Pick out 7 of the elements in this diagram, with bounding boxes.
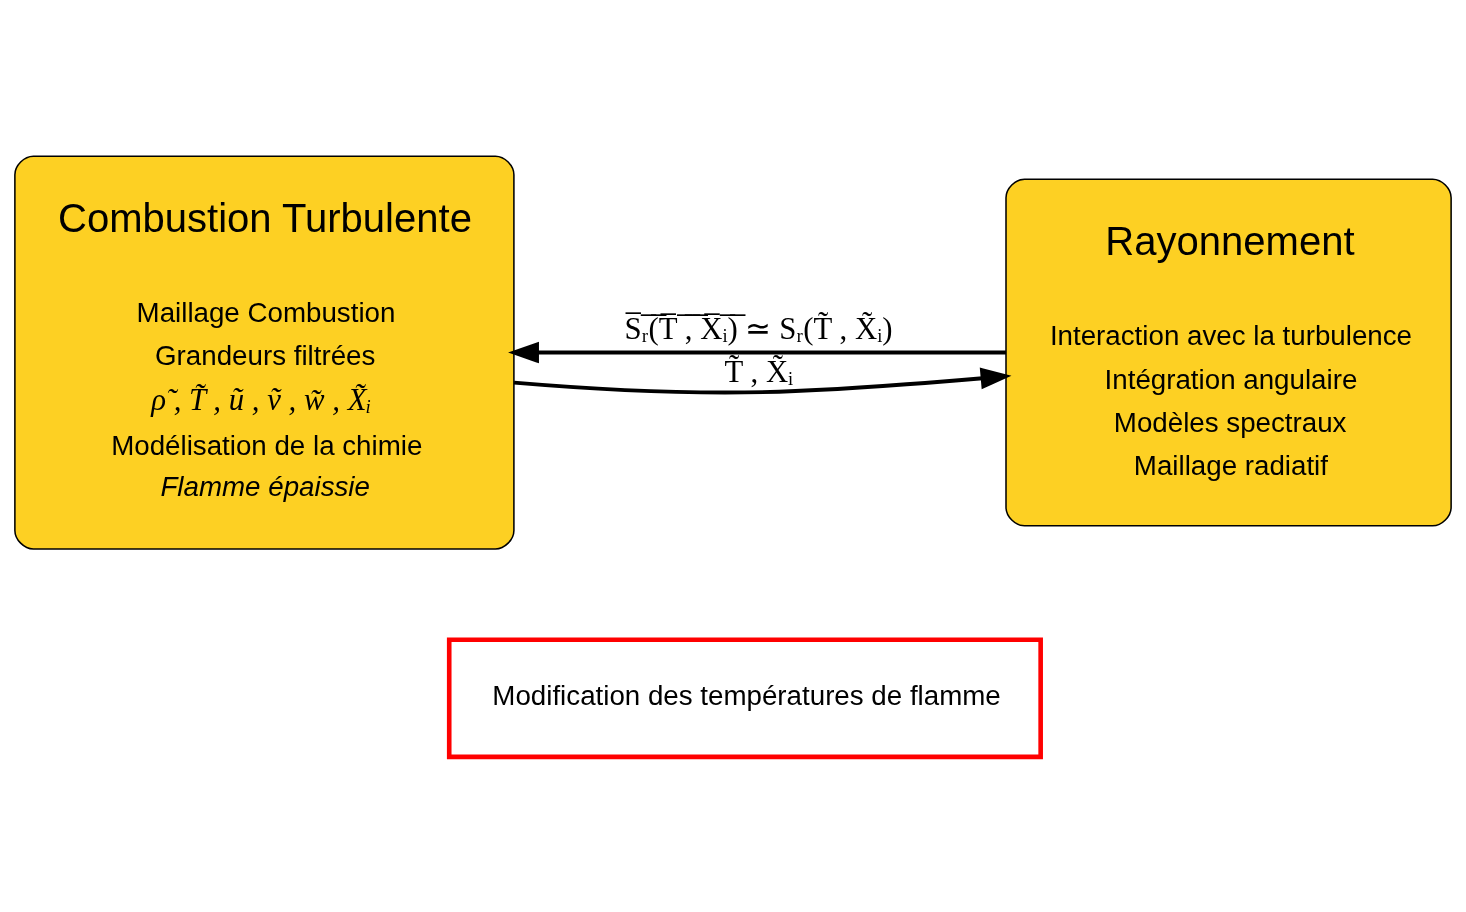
edge-label: S̅ᵣ̅(̅T̅ ̅,̅ ̅X̅ᵢ̅)̅ ≃ Sᵣ(T̃ , X̃ᵢ) — [624, 311, 893, 346]
edge-label: T̃ , X̃ᵢ — [724, 354, 794, 389]
arrow — [513, 367, 1012, 394]
node-box: Rayonnement Interaction avec la turbulence Intégration angulaire Modèles spectraux Maillage radiatif — [1005, 178, 1452, 527]
node-box: Modification des températures de flamme — [446, 636, 1043, 759]
arrow — [508, 341, 1006, 363]
node-box: Combustion Turbulente Maillage Combustion Grandeurs filtrées ρ̃ , T̃ , ũ , ṽ , w̃ , X̃ᵢ Modélisation de la chimie Flamme épaissie — [14, 154, 515, 550]
